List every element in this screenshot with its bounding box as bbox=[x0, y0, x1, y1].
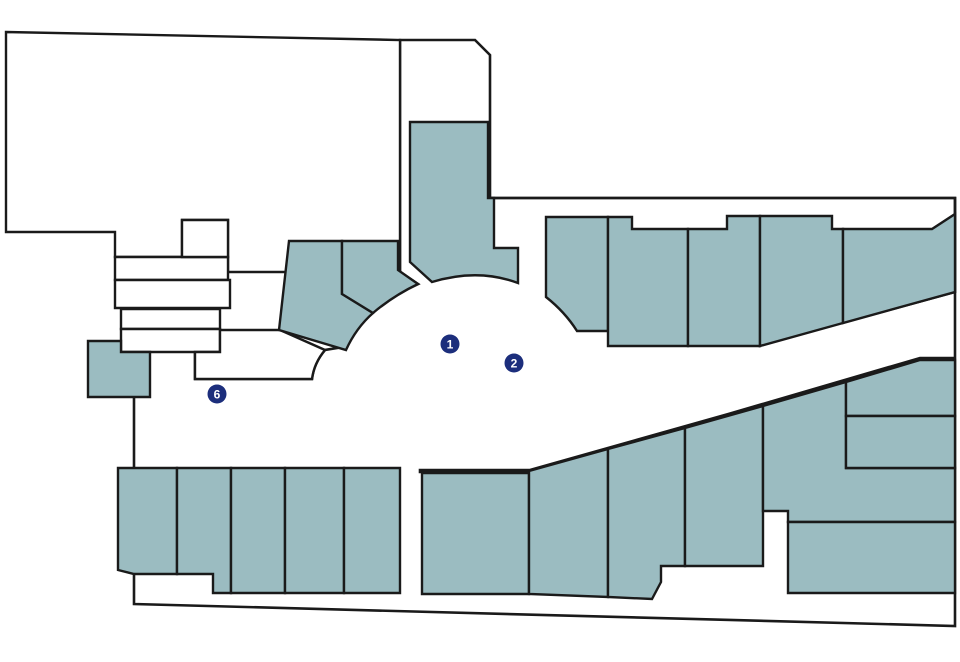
south-unit-1[interactable] bbox=[420, 471, 531, 596]
map-marker-2[interactable]: 2 bbox=[504, 353, 524, 373]
west-unit-middle-a[interactable] bbox=[119, 307, 222, 331]
southwest-unit-5[interactable] bbox=[342, 466, 402, 595]
center-west-unit-b[interactable] bbox=[340, 239, 421, 315]
west-unit-shaded-small[interactable] bbox=[86, 339, 152, 399]
south-unit-2[interactable] bbox=[527, 447, 610, 599]
marker-1-label: 1 bbox=[447, 338, 454, 352]
southeast-unit-top[interactable] bbox=[844, 358, 957, 418]
east-unit-2[interactable] bbox=[606, 215, 690, 348]
marker-6-label: 6 bbox=[214, 388, 221, 402]
southeast-unit-bottom[interactable] bbox=[786, 520, 957, 595]
east-unit-3[interactable] bbox=[686, 214, 762, 348]
southwest-unit-2[interactable] bbox=[175, 466, 233, 595]
south-unit-4[interactable] bbox=[683, 404, 765, 568]
map-marker-6[interactable]: 6 bbox=[207, 384, 227, 404]
map-marker-1[interactable]: 1 bbox=[440, 334, 460, 354]
west-unit-corridor[interactable] bbox=[193, 328, 327, 381]
marker-2-label: 2 bbox=[511, 357, 518, 371]
north-center-unit[interactable] bbox=[408, 120, 520, 285]
west-unit-middle-b[interactable] bbox=[119, 327, 222, 354]
west-unit-upper-small[interactable] bbox=[113, 255, 230, 282]
east-unit-5[interactable] bbox=[841, 211, 957, 325]
west-unit-upper-box[interactable] bbox=[180, 218, 230, 259]
southwest-unit-1[interactable] bbox=[116, 466, 179, 576]
west-unit-strip[interactable] bbox=[113, 278, 232, 310]
southwest-unit-3[interactable] bbox=[229, 466, 287, 595]
southeast-unit-middle[interactable] bbox=[844, 414, 957, 470]
east-unit-1[interactable] bbox=[544, 215, 610, 333]
east-unit-4[interactable] bbox=[758, 214, 845, 348]
southwest-unit-4[interactable] bbox=[283, 466, 346, 595]
